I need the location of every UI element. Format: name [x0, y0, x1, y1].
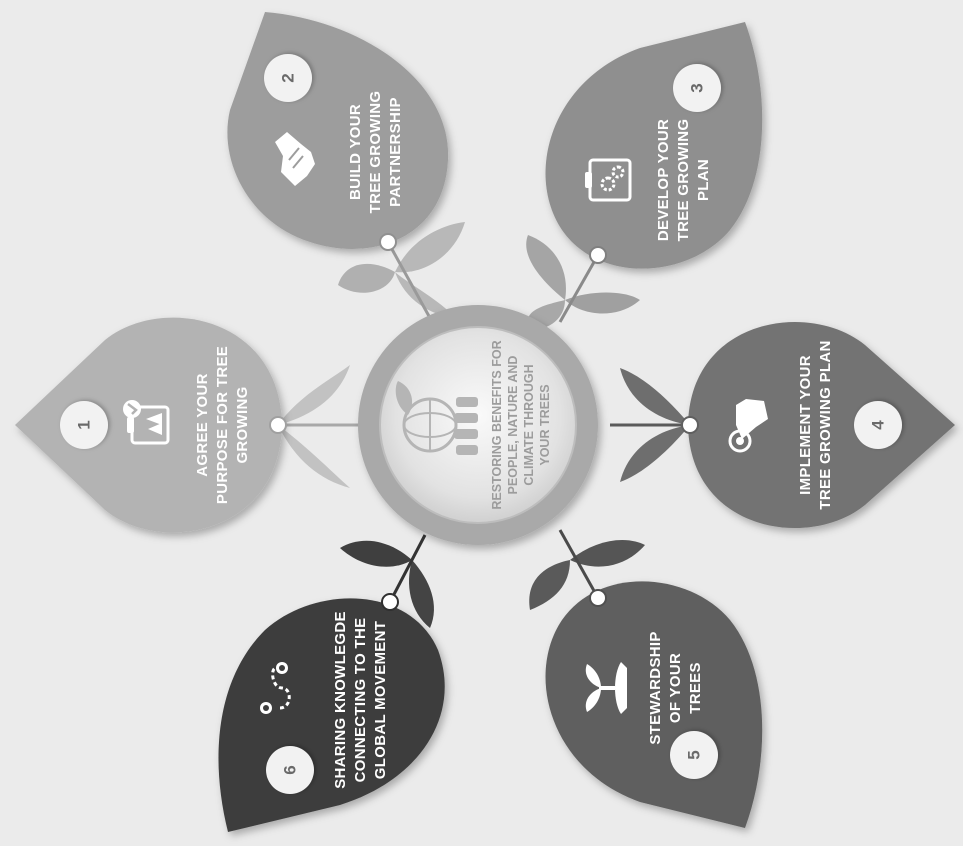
center-label-line-2: PEOPLE, NATURE AND [506, 356, 520, 495]
globe-leaf-people-icon [395, 381, 478, 455]
center-label-line-1: RESTORING BENEFITS FOR [490, 340, 504, 509]
step-3: 3 DEVELOP YOUR TREE GROWING PLAN [526, 22, 763, 330]
step-5-label-line-2: OF YOUR [667, 653, 684, 723]
step-4-label: IMPLEMENT YOUR TREE GROWING PLAN [797, 340, 834, 509]
step-6-number: 6 [281, 765, 300, 774]
step-1-petal [15, 317, 282, 533]
step-4-number-badge: 4 [854, 401, 902, 449]
center-label-line-4: YOUR TREES [538, 384, 552, 465]
step-4-number: 4 [869, 420, 888, 430]
step-1-label-line-2: PURPOSE FOR TREE [214, 346, 231, 504]
step-4-label-line-1: IMPLEMENT YOUR [797, 355, 814, 495]
hand-seedling-icon [585, 662, 627, 714]
step-5-number-badge: 5 [670, 731, 718, 779]
step-5-label-line-3: TREES [687, 662, 704, 714]
step-6-leaves [340, 534, 434, 628]
step-4: 4 IMPLEMENT YOUR TREE GROWING PLAN [610, 321, 955, 529]
step-3-label: DEVELOP YOUR TREE GROWING PLAN [655, 119, 712, 242]
step-3-label-line-2: TREE GROWING [675, 119, 692, 242]
step-2-label: BUILD YOUR TREE GROWING PARTNERSHIP [347, 91, 404, 214]
step-6-connector-dot [381, 593, 399, 611]
step-1-label-line-3: GROWING [234, 386, 251, 463]
step-4-leaves [610, 368, 690, 482]
step-5: 5 STEWARDSHIP OF YOUR TREES [529, 529, 763, 828]
step-4-connector-dot [681, 416, 699, 434]
step-2-connector-dot [379, 233, 397, 251]
step-4-label-line-2: TREE GROWING PLAN [817, 340, 834, 509]
step-6-label-line-3: GLOBAL MOVEMENT [372, 621, 389, 779]
step-6-label: SHARING KNOWLEGDE CONNECTING TO THE GLOB… [332, 611, 389, 789]
step-3-connector-dot [589, 246, 607, 264]
center-label-line-3: CLIMATE THROUGH [522, 364, 536, 485]
step-1-label-line-1: AGREE YOUR [194, 373, 211, 477]
step-1-connector-dot [269, 416, 287, 434]
step-1-number: 1 [75, 420, 94, 429]
step-5-connector-dot [589, 589, 607, 607]
step-6-number-badge: 6 [266, 746, 314, 794]
step-1: 1 AGREE YOUR PURPOSE FOR TREE GROWING [15, 317, 365, 533]
step-2-label-line-2: TREE GROWING [367, 91, 384, 214]
clipboard-gears-icon [585, 158, 632, 202]
step-6-label-line-2: CONNECTING TO THE [352, 618, 369, 783]
step-2: 2 BUILD YOUR TREE GROWING PARTNERSHIP [227, 12, 465, 319]
step-3-petal [545, 22, 763, 269]
step-2-label-line-3: PARTNERSHIP [387, 97, 404, 207]
step-1-leaves [278, 365, 365, 488]
step-2-label-line-1: BUILD YOUR [347, 104, 364, 200]
center-label: RESTORING BENEFITS FOR PEOPLE, NATURE AN… [490, 340, 552, 509]
route-pins-icon [260, 662, 294, 714]
step-5-number: 5 [685, 750, 704, 759]
step-5-leaves [529, 529, 645, 610]
step-2-number: 2 [279, 73, 298, 82]
step-4-petal [688, 321, 955, 529]
clipboard-trees-check-icon [123, 400, 170, 445]
step-3-label-line-3: PLAN [695, 159, 712, 201]
center-hub: RESTORING BENEFITS FOR PEOPLE, NATURE AN… [358, 305, 598, 545]
step-3-label-line-1: DEVELOP YOUR [655, 119, 672, 241]
step-5-label: STEWARDSHIP OF YOUR TREES [647, 631, 704, 744]
step-1-number-badge: 1 [60, 401, 108, 449]
step-2-leaves [338, 222, 465, 319]
step-6: 6 SHARING KNOWLEGDE CONNECTING TO THE GL… [218, 534, 445, 832]
finger-touch-icon [728, 399, 768, 453]
step-2-petal [227, 12, 449, 249]
step-2-number-badge: 2 [264, 54, 312, 102]
step-6-label-line-1: SHARING KNOWLEGDE [332, 611, 349, 789]
step-1-label: AGREE YOUR PURPOSE FOR TREE GROWING [194, 346, 251, 504]
step-3-number: 3 [688, 83, 707, 92]
step-3-number-badge: 3 [673, 64, 721, 112]
step-5-label-line-1: STEWARDSHIP [647, 631, 664, 744]
handshake-icon [275, 132, 315, 186]
